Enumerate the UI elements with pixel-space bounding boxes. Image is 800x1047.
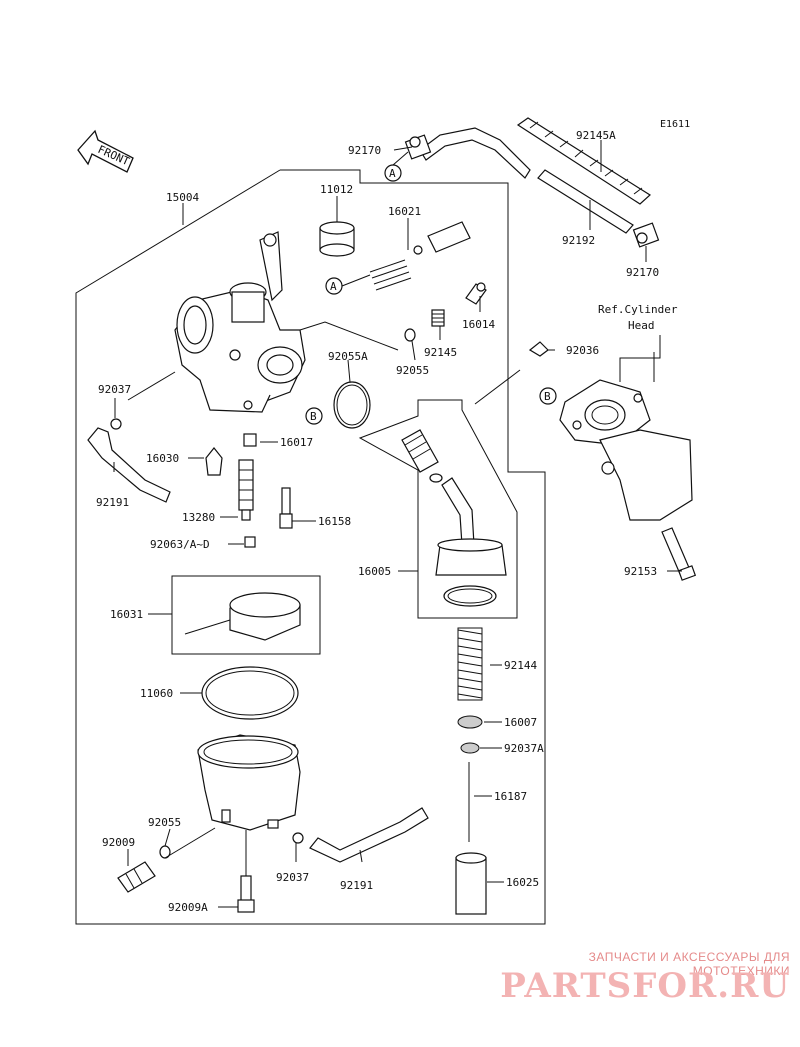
part-92063-jet [244,536,256,548]
svg-text:B: B [544,390,551,403]
part-16014-screw [465,282,487,305]
label-92037-top: 92037 [98,383,131,396]
label-16031: 16031 [110,608,143,621]
watermark-tagline: ЗАПЧАСТИ И АКСЕССУАРЫ ДЛЯ МОТОТЕХНИКИ [588,950,790,978]
label-16005: 16005 [358,565,391,578]
part-92153-bolt [661,527,697,581]
part-16031-float [184,592,301,641]
label-92145: 92145 [424,346,457,359]
part-92191-hose-left [87,427,171,503]
part-16017-jet [243,433,257,447]
label-16021: 16021 [388,205,421,218]
label-11012: 11012 [320,183,353,196]
part-92055A-oring [333,381,371,429]
ref-label-line1: Ref.Cylinder [598,303,678,316]
diagram-code: E1611 [660,119,691,130]
label-16025: 16025 [506,876,539,889]
label-15004: 15004 [166,191,199,204]
label-92036: 92036 [566,344,599,357]
label-92063: 92063/A~D [150,538,210,551]
label-16187: 16187 [494,790,527,803]
leader-lines [113,140,682,908]
label-92009: 92009 [102,836,135,849]
assembly-outline [75,169,546,925]
part-92145A-hose [516,117,651,205]
label-92009A: 92009A [168,901,208,914]
front-arrow-icon: FRONT [77,129,134,173]
part-92009-screw [117,861,156,893]
part-11060-gasket [201,666,299,720]
label-92170-top: 92170 [348,144,381,157]
part-92036-clip [528,341,549,357]
carburetor-body [174,231,306,413]
part-16005-fuel-cock [401,429,507,607]
part-92145-spring [431,309,445,327]
label-92145A: 92145A [576,129,616,142]
label-16158: 16158 [318,515,351,528]
float-bowl [197,734,301,831]
label-16017: 16017 [280,436,313,449]
part-92055-oring [404,328,416,342]
part-16030-needle [205,447,223,476]
label-11060: 11060 [140,687,173,700]
part-92037-clip [110,418,122,430]
part-16007-retainer [457,715,483,729]
part-92192-hose [537,169,634,234]
label-92144: 92144 [504,659,537,672]
label-92055-top: 92055 [396,364,429,377]
part-92170-clip [632,222,660,248]
callout-a-mid: A [325,277,343,295]
part-13280-tube [238,459,254,521]
label-16014: 16014 [462,318,495,331]
svg-text:B: B [310,410,317,423]
label-92055-bottom: 92055 [148,816,181,829]
label-92153: 92153 [624,565,657,578]
fuel-cock-box [358,399,518,619]
label-92170-bottom: 92170 [626,266,659,279]
svg-text:A: A [389,167,396,180]
callout-b-right: B [539,387,557,405]
ref-label-line2: Head [628,319,655,332]
svg-text:A: A [330,280,337,293]
callout-b-left: B [305,407,323,425]
part-92037A-clip [460,742,480,754]
label-92055A: 92055A [328,350,368,363]
part-92037-clip-bottom [292,832,304,844]
part-16158-screw [279,487,293,529]
label-92191-bottom: 92191 [340,879,373,892]
top-hose [404,127,531,179]
label-92191-left: 92191 [96,496,129,509]
part-92191-hose-bottom [309,807,429,863]
label-13280: 13280 [182,511,215,524]
label-16007: 16007 [504,716,537,729]
float-box [171,575,321,655]
label-92037A: 92037A [504,742,544,755]
watermark-logo[interactable]: PARTSFOR.RU [500,966,790,1006]
part-92144-spring [457,627,483,701]
part-92009A-bolt [237,875,255,913]
label-92037-bottom: 92037 [276,871,309,884]
label-16030: 16030 [146,452,179,465]
part-11012-cap [319,221,355,257]
part-16025-valve [455,852,487,915]
callout-a-top: A [384,164,402,182]
label-92192: 92192 [562,234,595,247]
cylinder-head-flange [559,379,693,521]
part-labels: 15004 11012 16021 92170 92145A 92192 921… [96,129,678,914]
part-16021-plunger [369,221,471,291]
